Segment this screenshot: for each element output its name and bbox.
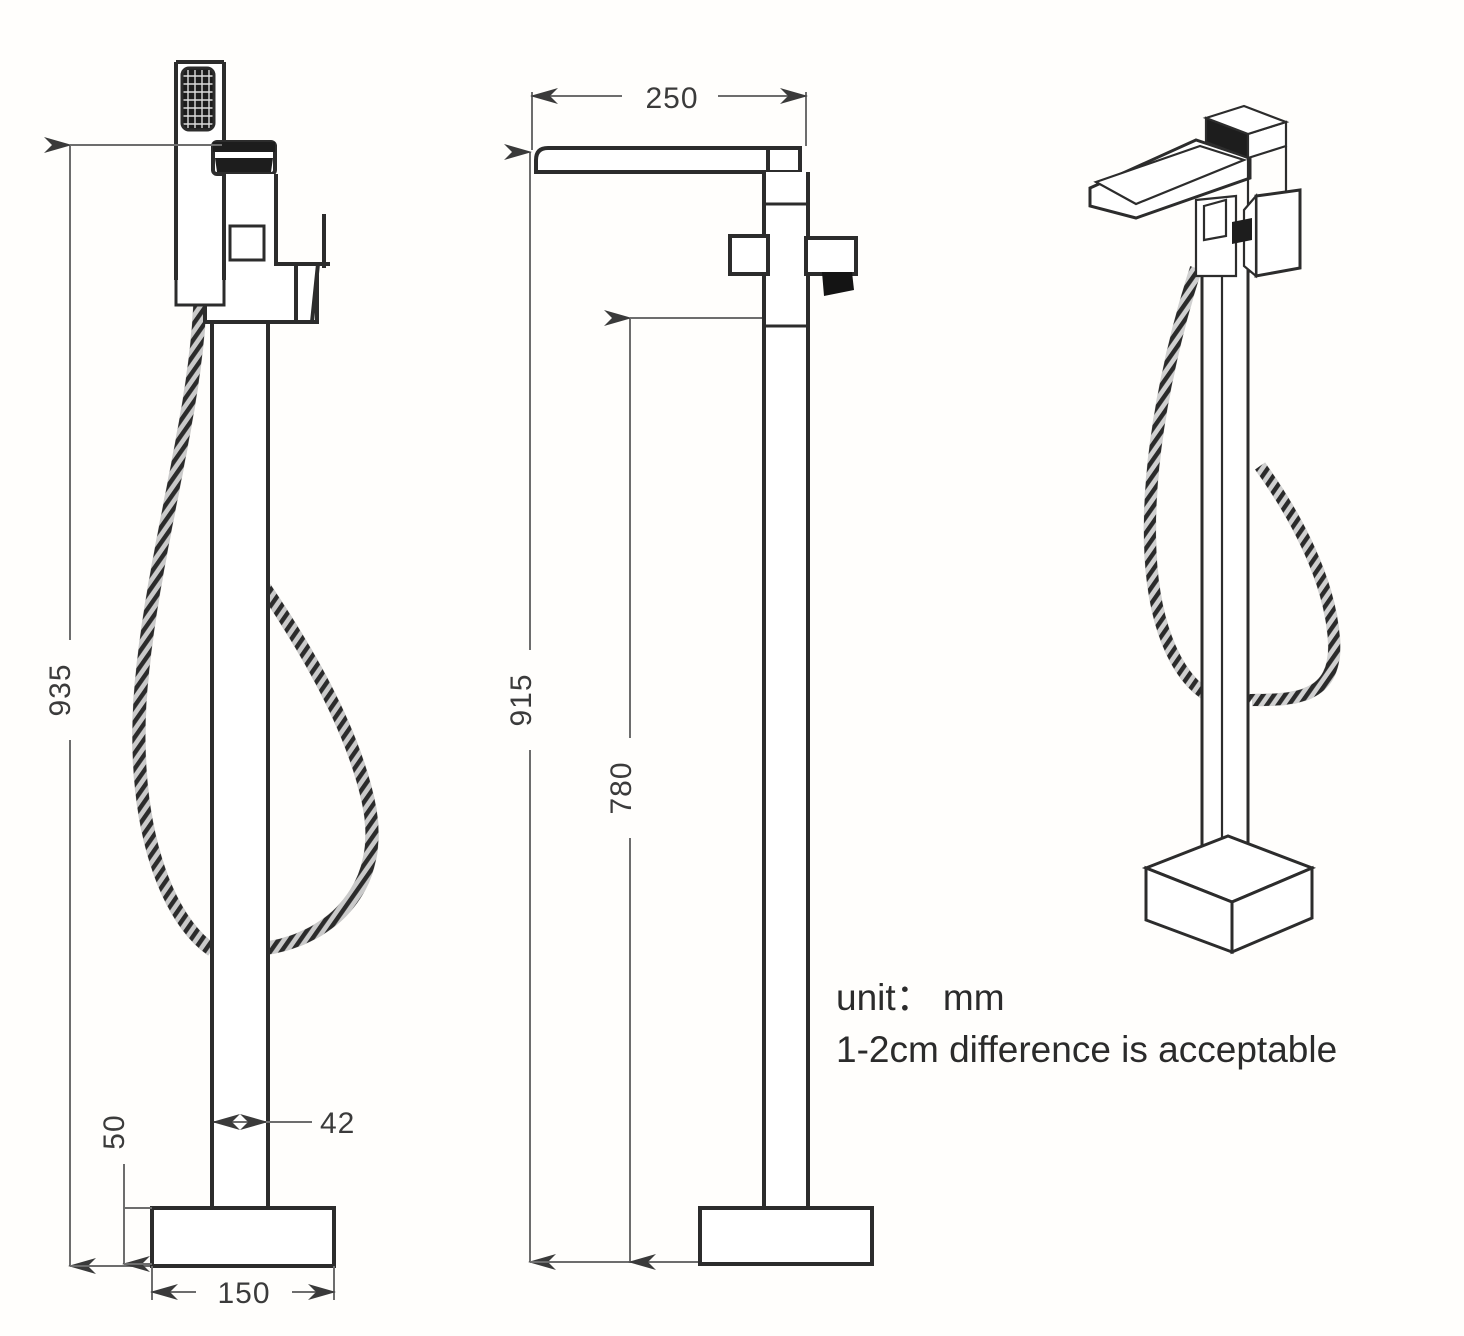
view-side-elevation: 935 50 42 150 — [44, 60, 379, 1312]
spout-side — [211, 140, 277, 176]
lever-handle-iso — [1232, 188, 1302, 279]
lever-handle-side — [268, 214, 330, 324]
dim-915: 915 — [504, 144, 698, 1270]
dim-42: 42 — [212, 1107, 355, 1140]
diverter-front — [804, 236, 858, 296]
base-plate-side — [150, 1206, 336, 1268]
dim-935-label: 935 — [44, 663, 77, 716]
base-plate-front — [698, 1206, 874, 1266]
faucet-column-side — [210, 300, 270, 1208]
dim-780: 780 — [604, 310, 762, 1270]
dim-42-label: 42 — [320, 1107, 355, 1140]
note-unit: unit： mm — [836, 977, 1005, 1018]
spout-arm-front — [534, 146, 802, 174]
view-isometric — [1088, 104, 1341, 955]
dim-915-label: 915 — [505, 673, 538, 726]
dim-50-label: 50 — [98, 1114, 131, 1149]
notes-block: unit： mm 1-2cm difference is acceptable — [836, 977, 1337, 1070]
dim-780-label: 780 — [605, 761, 638, 814]
note-tolerance: 1-2cm difference is acceptable — [836, 1029, 1337, 1070]
dim-150: 150 — [150, 1266, 336, 1312]
valve-handle-front — [728, 234, 770, 276]
dim-50: 50 — [98, 1102, 152, 1272]
view-front-elevation: 250 915 780 — [504, 76, 874, 1270]
spout-iso — [1088, 104, 1290, 226]
shower-hose-iso — [1143, 266, 1341, 707]
diverter-housing-side — [222, 174, 278, 266]
handheld-shower-head-side — [180, 66, 216, 132]
faucet-column-iso — [1200, 260, 1250, 860]
dim-250-label: 250 — [645, 82, 698, 115]
dim-935: 935 — [44, 137, 222, 1274]
dim-150-label: 150 — [217, 1277, 270, 1310]
shower-hose-side — [132, 299, 379, 957]
faucet-column-front — [762, 172, 810, 1208]
dim-250: 250 — [530, 76, 808, 150]
base-plate-iso — [1141, 834, 1317, 955]
